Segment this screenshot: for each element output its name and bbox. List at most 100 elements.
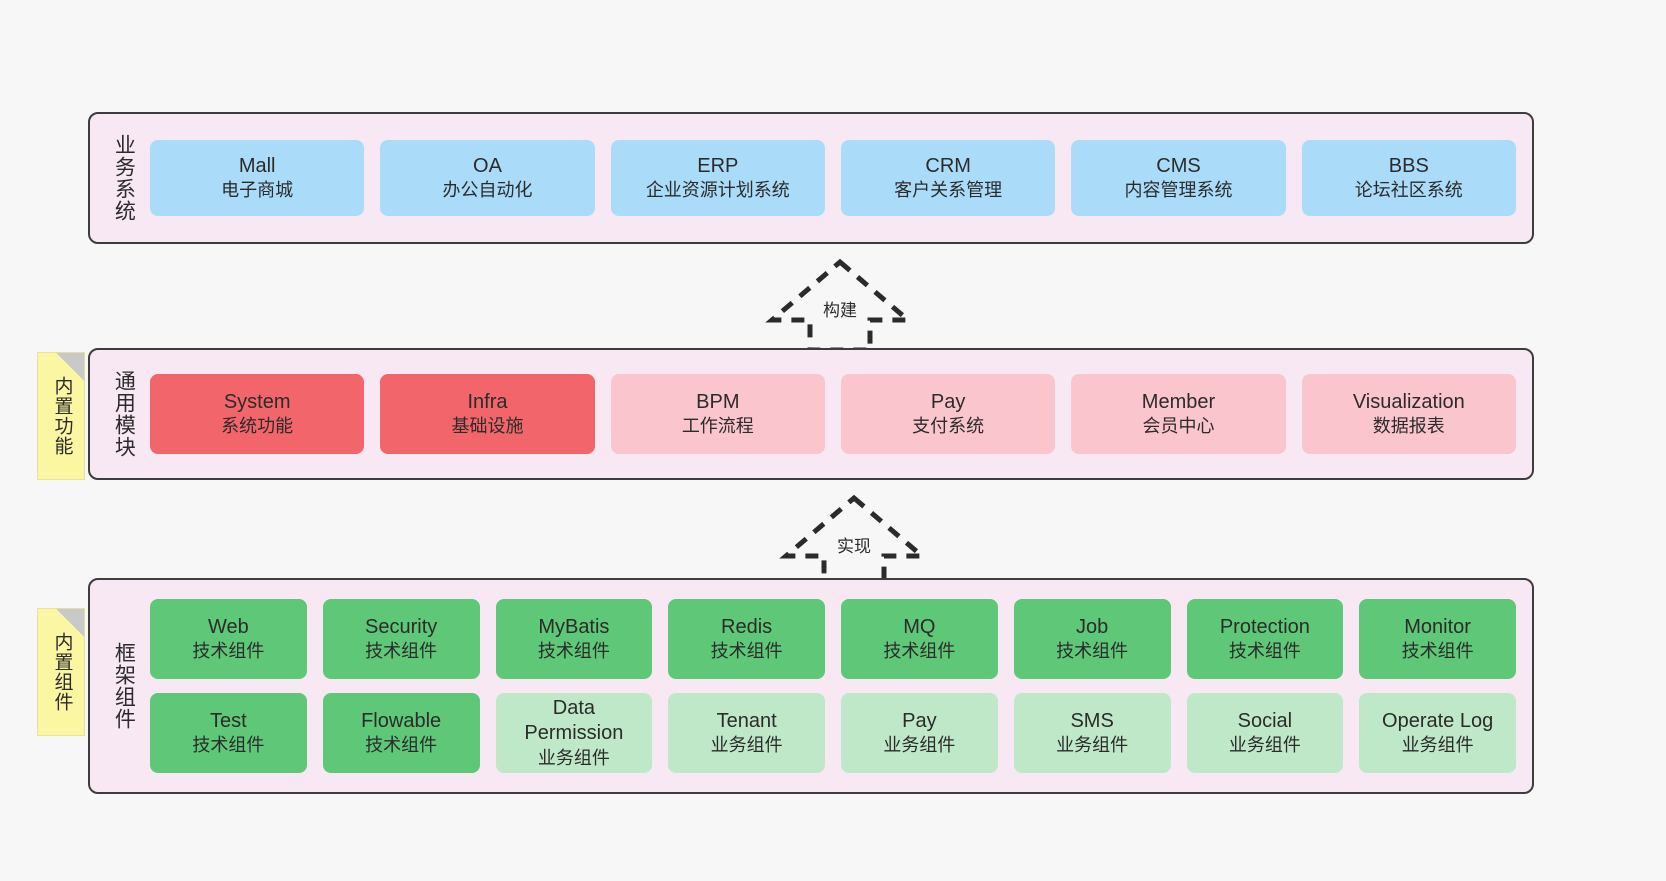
card-data-permission[interactable]: Data Permission 业务组件 <box>495 693 653 773</box>
card-title: Data Permission <box>524 696 624 745</box>
card-title: Mall <box>238 154 276 177</box>
card-protection[interactable]: Protection 技术组件 <box>1186 599 1344 679</box>
card-title: BBS <box>1388 154 1429 177</box>
card-title: Operate Log <box>1382 709 1494 732</box>
layer-body-common-module: System 系统功能 Infra 基础设施 BPM 工作流程 Pay 支付系统… <box>146 374 1532 454</box>
connector-build: 构建 <box>760 256 920 352</box>
card-subtitle: 企业资源计划系统 <box>645 180 790 201</box>
card-subtitle: 办公自动化 <box>442 180 533 201</box>
card-test[interactable]: Test 技术组件 <box>150 693 307 773</box>
card-system[interactable]: System 系统功能 <box>150 374 365 454</box>
card-bpm[interactable]: BPM 工作流程 <box>610 374 825 454</box>
card-monitor[interactable]: Monitor 技术组件 <box>1359 599 1516 679</box>
card-subtitle: 内容管理系统 <box>1124 180 1233 201</box>
card-title: Pay <box>902 709 937 732</box>
card-redis[interactable]: Redis 技术组件 <box>668 599 825 679</box>
card-member[interactable]: Member 会员中心 <box>1071 374 1286 454</box>
card-row-tech: Web 技术组件 Security 技术组件 MyBatis 技术组件 Redi… <box>150 599 1516 679</box>
card-title: CMS <box>1156 154 1201 177</box>
card-pay-business[interactable]: Pay 业务组件 <box>841 693 998 773</box>
card-subtitle: 工作流程 <box>681 416 754 437</box>
card-title: Social <box>1237 709 1293 732</box>
card-title: MyBatis <box>538 615 610 638</box>
note-label: 内置功能 <box>51 376 73 456</box>
layer-body-framework-component: Web 技术组件 Security 技术组件 MyBatis 技术组件 Redi… <box>146 599 1532 773</box>
card-title: Redis <box>721 615 773 638</box>
card-title: Monitor <box>1404 615 1471 638</box>
note-label: 内置组件 <box>51 632 73 712</box>
card-subtitle: 技术组件 <box>1228 641 1301 662</box>
card-subtitle: 业务组件 <box>1401 735 1474 756</box>
card-subtitle: 技术组件 <box>1401 641 1474 662</box>
card-subtitle: 技术组件 <box>192 641 265 662</box>
card-subtitle: 技术组件 <box>1056 641 1129 662</box>
layer-business-system: 业务系统 Mall 电子商城 OA 办公自动化 ERP 企业资源计划系统 CRM… <box>88 112 1534 244</box>
card-pay[interactable]: Pay 支付系统 <box>840 374 1056 454</box>
card-row: System 系统功能 Infra 基础设施 BPM 工作流程 Pay 支付系统… <box>150 374 1516 454</box>
card-title: BPM <box>696 390 740 413</box>
card-mall[interactable]: Mall 电子商城 <box>150 140 365 216</box>
card-title: Web <box>207 615 249 638</box>
layer-framework-component: 框架组件 Web 技术组件 Security 技术组件 MyBatis 技术组件… <box>88 578 1534 794</box>
card-flowable[interactable]: Flowable 技术组件 <box>322 693 480 773</box>
card-bbs[interactable]: BBS 论坛社区系统 <box>1301 140 1516 216</box>
card-security[interactable]: Security 技术组件 <box>322 599 480 679</box>
card-title: Pay <box>930 390 966 413</box>
card-subtitle: 会员中心 <box>1142 416 1215 437</box>
card-subtitle: 数据报表 <box>1372 416 1445 437</box>
card-job[interactable]: Job 技术组件 <box>1013 599 1171 679</box>
card-subtitle: 支付系统 <box>912 416 985 437</box>
card-infra[interactable]: Infra 基础设施 <box>380 374 595 454</box>
card-title: ERP <box>697 154 739 177</box>
card-subtitle: 业务组件 <box>537 748 610 769</box>
card-title: Job <box>1076 615 1109 638</box>
layer-title-common-module: 通用模块 <box>112 370 136 458</box>
card-title: SMS <box>1070 709 1114 732</box>
card-subtitle: 业务组件 <box>1228 735 1301 756</box>
card-title: System <box>223 390 291 413</box>
card-subtitle: 系统功能 <box>221 416 294 437</box>
card-subtitle: 业务组件 <box>1056 735 1129 756</box>
card-title: Visualization <box>1352 390 1465 413</box>
card-title: Tenant <box>716 709 777 732</box>
card-visualization[interactable]: Visualization 数据报表 <box>1301 374 1516 454</box>
card-social[interactable]: Social 业务组件 <box>1186 693 1344 773</box>
card-subtitle: 技术组件 <box>883 641 956 662</box>
card-subtitle: 技术组件 <box>365 641 438 662</box>
card-tenant[interactable]: Tenant 业务组件 <box>668 693 825 773</box>
connector-implement: 实现 <box>774 492 934 588</box>
card-mq[interactable]: MQ 技术组件 <box>841 599 998 679</box>
card-operate-log[interactable]: Operate Log 业务组件 <box>1359 693 1516 773</box>
card-title: Test <box>210 709 247 732</box>
card-subtitle: 技术组件 <box>365 735 438 756</box>
card-sms[interactable]: SMS 业务组件 <box>1013 693 1171 773</box>
card-subtitle: 业务组件 <box>710 735 783 756</box>
card-subtitle: 客户关系管理 <box>894 180 1003 201</box>
connector-label: 构建 <box>823 301 857 320</box>
card-title: MQ <box>903 615 936 638</box>
card-title: CRM <box>925 154 971 177</box>
card-title: Security <box>365 615 438 638</box>
card-web[interactable]: Web 技术组件 <box>150 599 307 679</box>
card-subtitle: 论坛社区系统 <box>1354 180 1463 201</box>
card-subtitle: 电子商城 <box>221 180 294 201</box>
card-row-business: Test 技术组件 Flowable 技术组件 Data Permission … <box>150 693 1516 773</box>
card-subtitle: 基础设施 <box>451 416 524 437</box>
card-title: Protection <box>1219 615 1310 638</box>
card-oa[interactable]: OA 办公自动化 <box>380 140 595 216</box>
note-builtin-component: 内置组件 <box>37 608 85 736</box>
layer-body-business-system: Mall 电子商城 OA 办公自动化 ERP 企业资源计划系统 CRM 客户关系… <box>146 140 1532 216</box>
card-erp[interactable]: ERP 企业资源计划系统 <box>610 140 825 216</box>
layer-title-framework-component: 框架组件 <box>112 642 136 730</box>
note-builtin-feature: 内置功能 <box>37 352 85 480</box>
layer-common-module: 通用模块 System 系统功能 Infra 基础设施 BPM 工作流程 Pay… <box>88 348 1534 480</box>
connector-label: 实现 <box>837 537 871 556</box>
card-mybatis[interactable]: MyBatis 技术组件 <box>495 599 653 679</box>
card-title: Infra <box>467 390 508 413</box>
card-subtitle: 技术组件 <box>537 641 610 662</box>
card-row: Mall 电子商城 OA 办公自动化 ERP 企业资源计划系统 CRM 客户关系… <box>150 140 1516 216</box>
card-cms[interactable]: CMS 内容管理系统 <box>1071 140 1286 216</box>
card-subtitle: 业务组件 <box>883 735 956 756</box>
card-crm[interactable]: CRM 客户关系管理 <box>840 140 1056 216</box>
